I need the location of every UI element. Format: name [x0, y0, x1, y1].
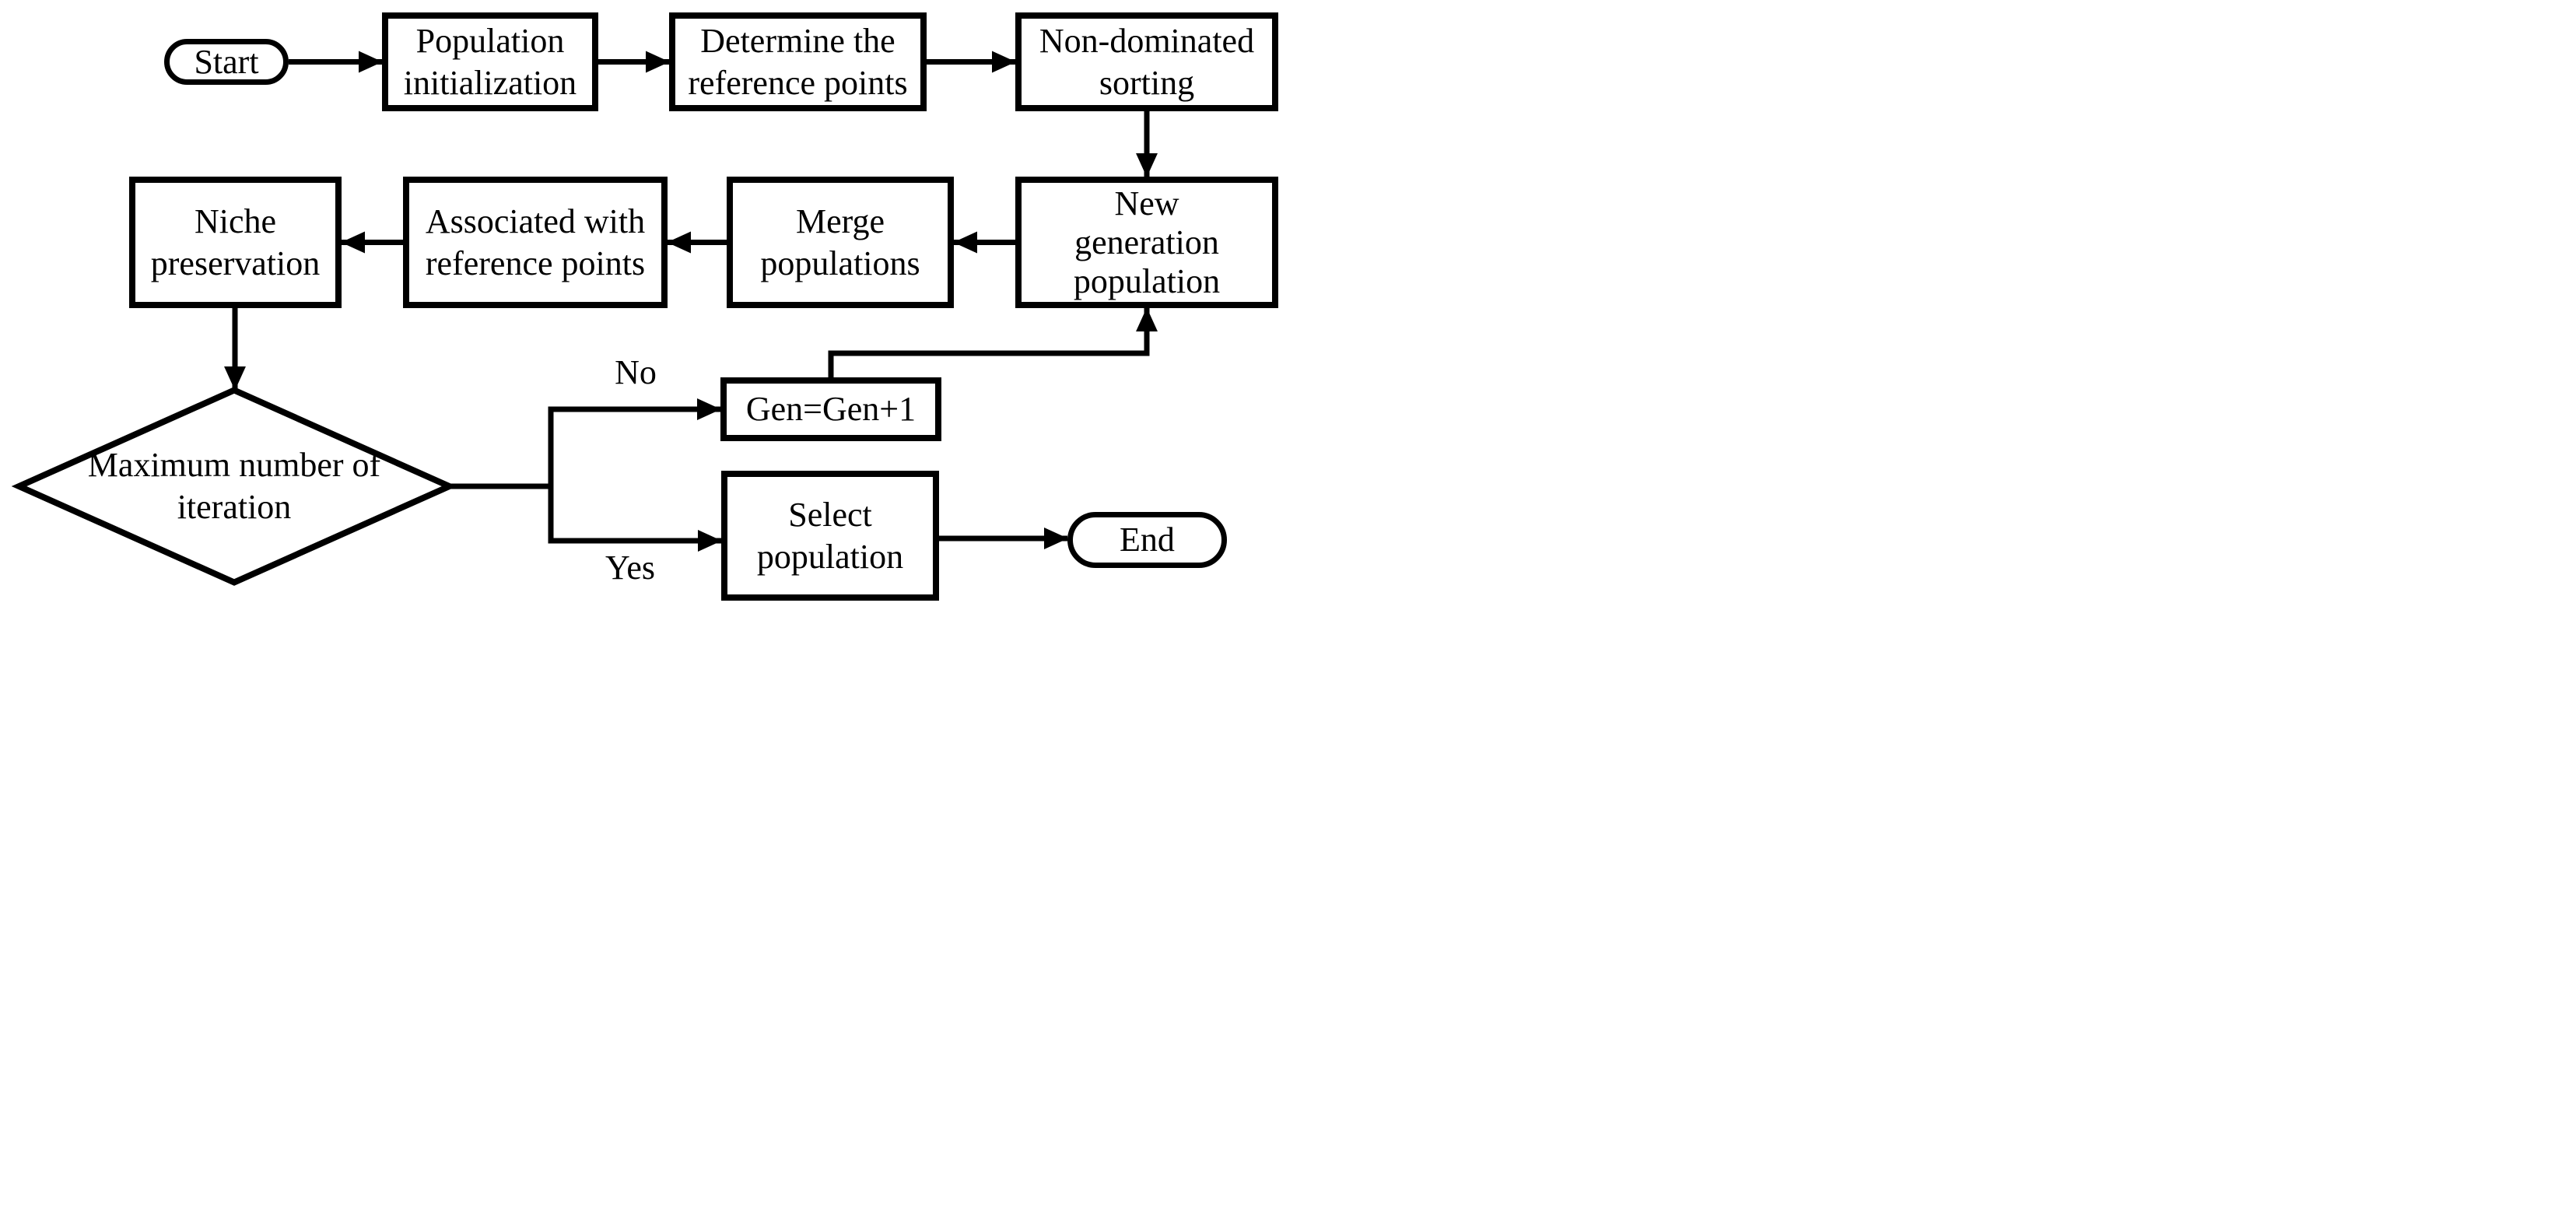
- node-label-line: New: [1114, 184, 1179, 223]
- node-label-line: Merge: [795, 202, 885, 240]
- node-label-line: sorting: [1099, 63, 1195, 102]
- node-label-line: reference points: [688, 63, 908, 102]
- node-label-line: population: [1073, 261, 1221, 300]
- decision-diamond-shape: [11, 387, 457, 586]
- node-label-line: iteration: [177, 488, 292, 526]
- node-start: Start: [164, 39, 289, 85]
- edge-gen-increment-feedback-to-new-generation-population: [828, 307, 1158, 377]
- node-new-generation-population: New generation population: [1015, 177, 1278, 308]
- flowchart-canvas: Start Population initialization Determin…: [0, 0, 1288, 614]
- node-non-dominated-sorting: Non-dominated sorting: [1015, 12, 1278, 111]
- node-label-line: populations: [760, 244, 920, 282]
- node-determine-reference-points: Determine the reference points: [669, 12, 927, 111]
- branch-label-yes: Yes: [605, 549, 656, 587]
- node-associated-with-reference-points: Associated with reference points: [403, 177, 668, 308]
- node-label-line: generation: [1074, 223, 1219, 261]
- branch-label-no: No: [615, 353, 657, 391]
- node-end-label: End: [1120, 521, 1175, 559]
- node-label-line: Niche: [194, 202, 277, 240]
- node-label-line: Determine the: [700, 21, 895, 60]
- node-maximum-iteration-decision-label: Maximum number of iteration: [51, 444, 417, 528]
- node-start-label: Start: [194, 42, 259, 81]
- edge-yes-branch-to-select-population: [548, 486, 722, 552]
- node-merge-populations: Merge populations: [727, 177, 954, 308]
- node-end: End: [1067, 512, 1227, 568]
- node-niche-preservation: Niche preservation: [129, 177, 342, 308]
- node-label-line: initialization: [403, 63, 577, 102]
- node-label-line: Maximum number of: [87, 446, 381, 484]
- node-label-line: reference points: [425, 244, 646, 282]
- node-gen-increment: Gen=Gen+1: [720, 377, 941, 441]
- node-label-line: Associated with: [425, 202, 646, 240]
- node-gen-increment-label: Gen=Gen+1: [745, 390, 916, 428]
- node-label-line: Non-dominated: [1039, 21, 1255, 60]
- connector-layer: [11, 51, 1158, 586]
- edge-no-branch-to-gen-increment: [548, 398, 721, 486]
- node-label-line: Population: [415, 21, 565, 60]
- node-label-line: Select: [788, 495, 872, 534]
- node-label-line: preservation: [150, 244, 321, 282]
- node-select-population: Select population: [721, 471, 939, 601]
- node-label-line: population: [756, 537, 904, 576]
- node-population-initialization: Population initialization: [382, 12, 598, 111]
